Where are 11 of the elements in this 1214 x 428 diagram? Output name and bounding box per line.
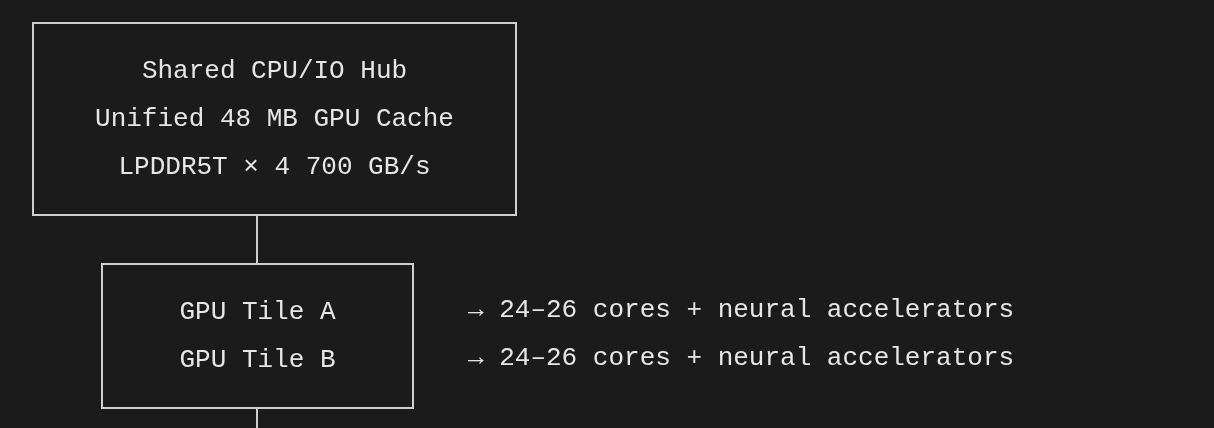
- box-text: GPU Tile B: [179, 344, 336, 377]
- annotation-text: → 24–26 cores + neural accelerators: [468, 294, 1015, 327]
- box-text: GPU Tile A: [179, 296, 336, 329]
- box-text: LPDDR5T × 4 700 GB/s: [118, 151, 431, 184]
- connector-line: [256, 215, 258, 264]
- annotation-text: → 24–26 cores + neural accelerators: [468, 342, 1015, 375]
- process-box: [32, 22, 517, 216]
- connector-line: [256, 408, 258, 428]
- box-text: Shared CPU/IO Hub: [141, 55, 408, 88]
- process-box: [101, 263, 414, 409]
- box-text: Unified 48 MB GPU Cache: [95, 103, 454, 136]
